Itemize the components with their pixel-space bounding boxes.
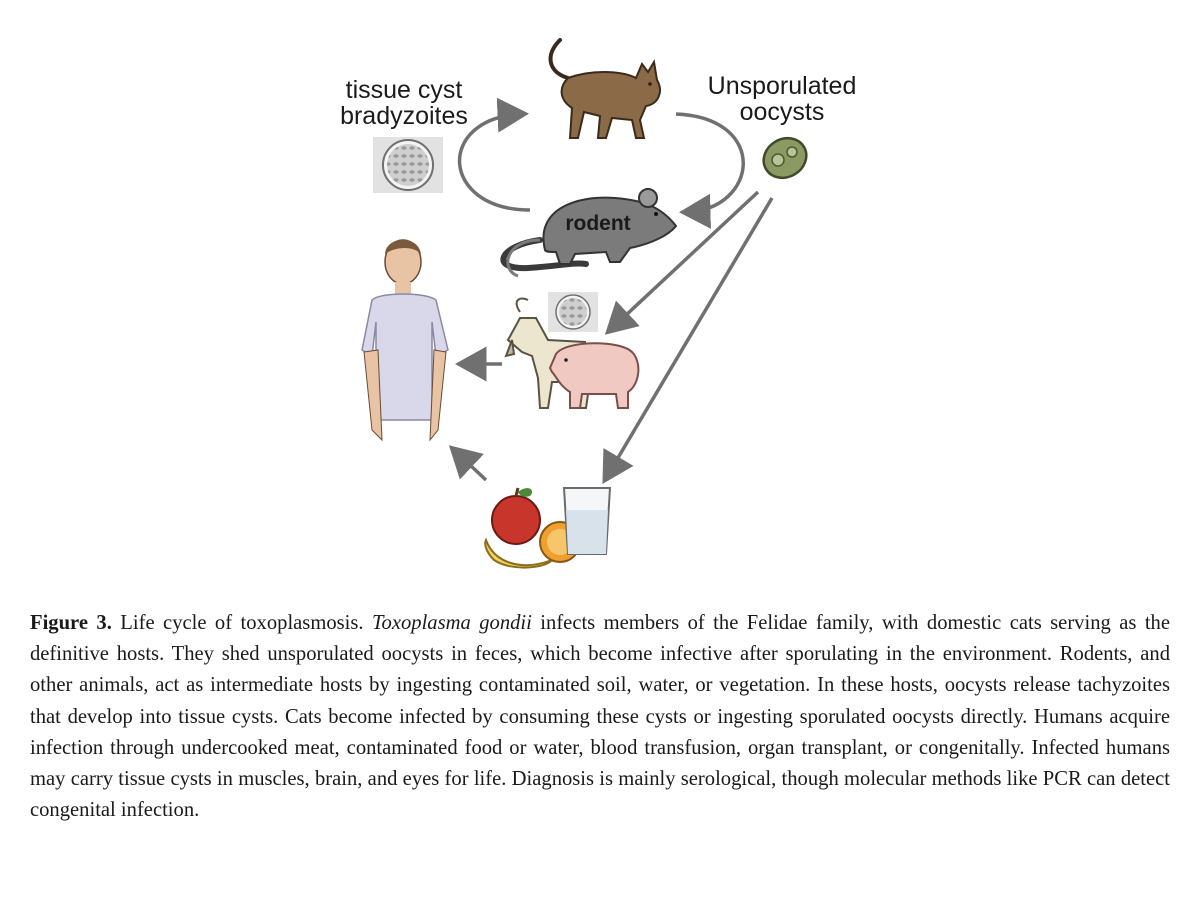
oocyst-icon	[762, 136, 808, 180]
rodent-label: rodent	[565, 212, 630, 235]
caption-text: infects members of the Felidae family, w…	[30, 612, 1170, 822]
caption-text: Life cycle of toxoplasmosis.	[111, 612, 372, 634]
arrow-food-to-human	[448, 445, 488, 482]
cyst-micrograph-icon	[373, 137, 443, 193]
goat-icon	[504, 297, 592, 409]
figure-label: Figure 3.	[30, 612, 112, 634]
oocysts-label: oocysts	[740, 98, 825, 126]
species-name: Toxoplasma gondii	[371, 612, 532, 634]
life-cycle-diagram: tissue cyst bradyzoites Unsporulated ooc…	[340, 38, 857, 569]
unsporulated-label: Unsporulated	[708, 72, 857, 100]
cyst-micrograph-icon	[548, 292, 598, 332]
arrow-cat-to-oocyst	[675, 112, 745, 229]
cat-icon	[548, 38, 661, 139]
pig-icon	[548, 342, 640, 409]
arrow-oocyst-to-livestock	[604, 190, 760, 335]
arrow-oocyst-to-food	[602, 197, 774, 485]
figure-caption: Figure 3. Life cycle of toxoplasmosis. T…	[30, 608, 1170, 826]
tissue-cyst-label: tissue cyst	[346, 76, 463, 104]
rodent-icon	[500, 188, 678, 278]
arrow-cyst-to-cat	[457, 97, 531, 212]
water-glass-icon	[562, 487, 612, 555]
human-icon	[361, 239, 449, 442]
bradyzoites-label: bradyzoites	[340, 102, 468, 130]
